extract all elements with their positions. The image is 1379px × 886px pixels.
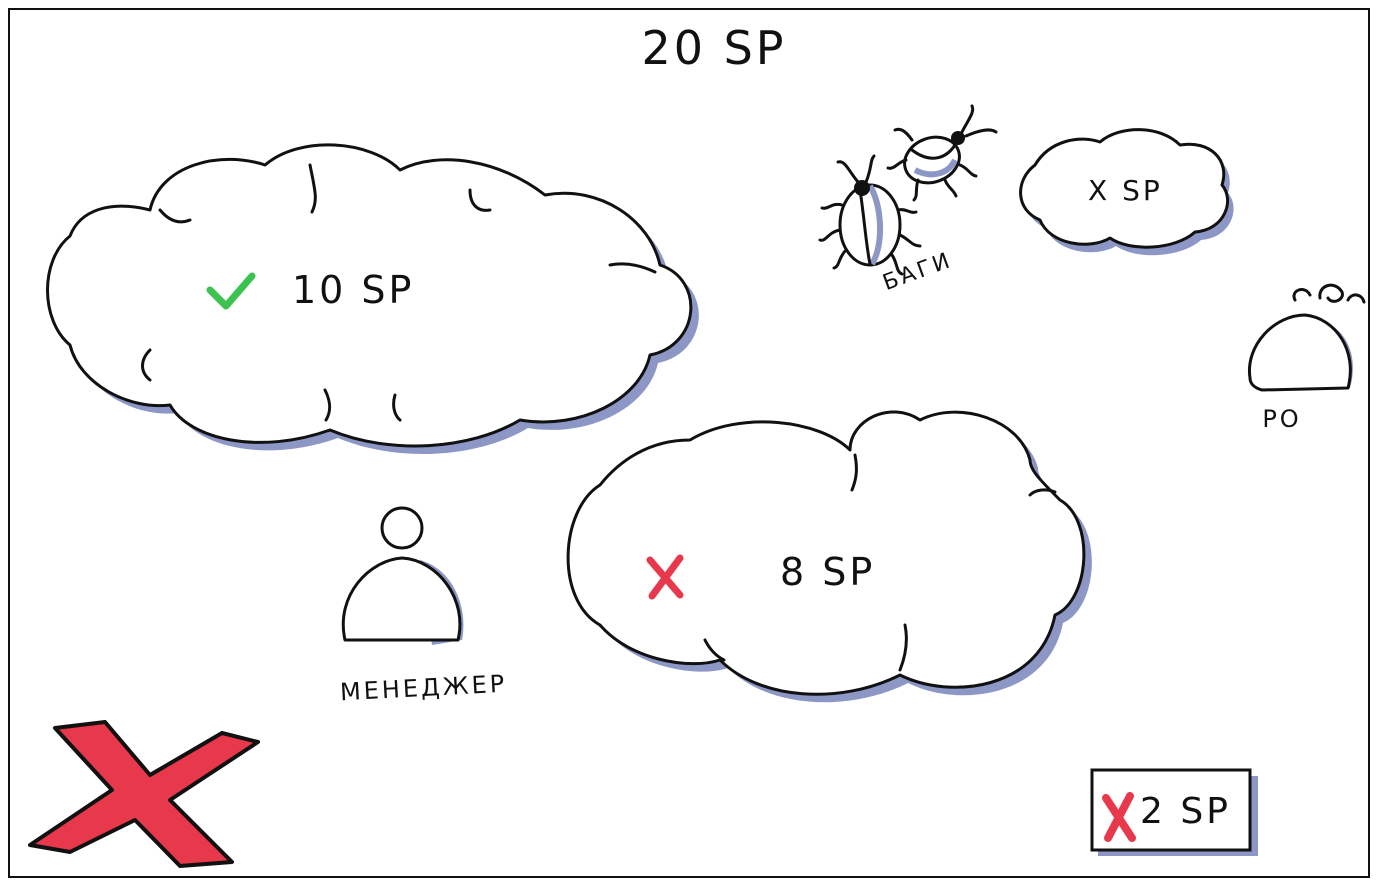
cloud-done-label: 10 SP (292, 268, 414, 312)
manager-person-icon (343, 508, 463, 645)
cloud-bugs-label: X SP (1088, 174, 1163, 207)
manager-label: МЕНЕДЖЕР (339, 670, 508, 707)
big-cross-icon (30, 722, 258, 866)
penalty-card-label: 2 SP (1140, 791, 1231, 832)
cloud-failed-label: 8 SP (780, 550, 875, 594)
bug-icon (888, 106, 996, 200)
po-person-icon (1249, 285, 1364, 390)
total-sp-title: 20 SP (641, 21, 786, 75)
po-label: PO (1262, 405, 1301, 433)
bug-icon (820, 156, 920, 274)
